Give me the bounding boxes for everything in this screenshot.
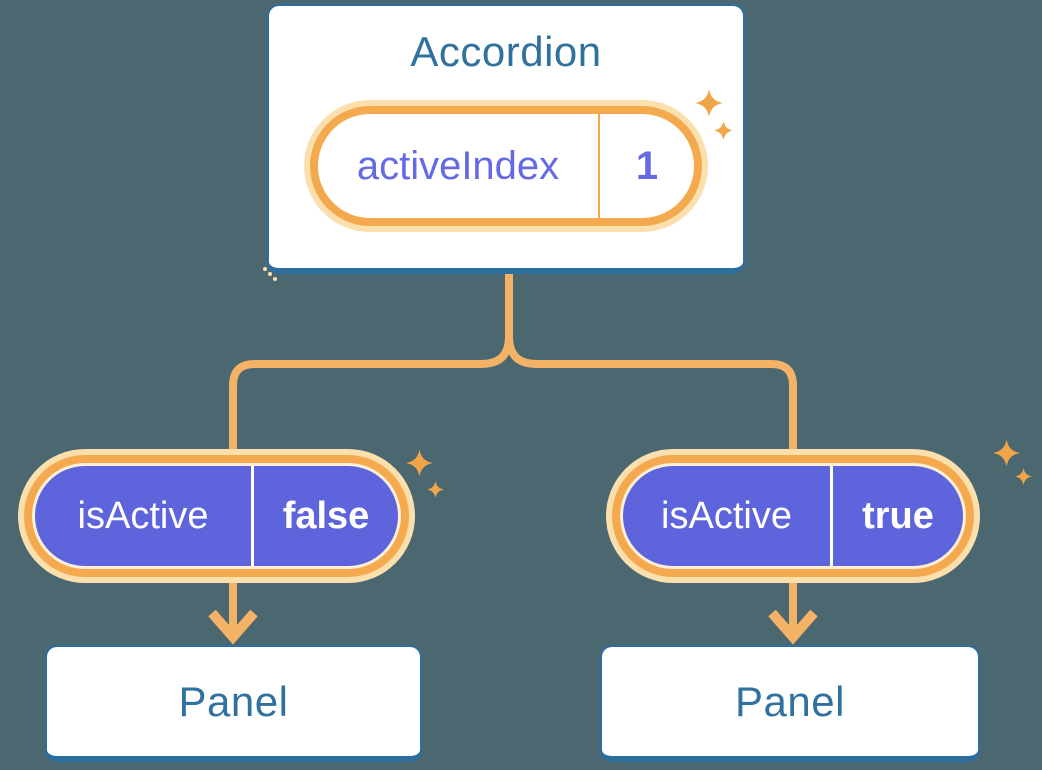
state-pill-value: 1	[598, 114, 694, 218]
sparkle-icon	[714, 121, 733, 140]
panel-component-card-left: Panel	[45, 645, 422, 762]
sparkle-dust-dot	[273, 277, 277, 281]
arrow-down-icon-left	[208, 609, 258, 645]
sparkle-icon	[695, 88, 723, 118]
sparkle-icon	[427, 481, 444, 498]
connector-left-branch	[229, 272, 513, 634]
accordion-title: Accordion	[410, 28, 602, 75]
arrow-down-icon-right	[768, 609, 818, 645]
state-pill-active-index: activeIndex 1	[310, 106, 702, 226]
prop-pill-is-active-false: isActive false	[35, 466, 398, 566]
sparkle-dust-dot	[268, 272, 272, 276]
sparkle-icon	[1015, 468, 1032, 485]
sparkle-icon	[993, 439, 1020, 467]
prop-pill-value: true	[830, 466, 963, 566]
sparkle-icon	[406, 449, 433, 477]
prop-pill-is-active-true: isActive true	[623, 466, 963, 566]
prop-pill-label: isActive	[661, 494, 792, 537]
panel-title: Panel	[178, 677, 289, 725]
panel-component-card-right: Panel	[600, 645, 980, 762]
prop-pill-label: isActive	[77, 494, 209, 537]
state-pill-label: activeIndex	[356, 143, 560, 188]
accordion-component-card: Accordion activeIndex 1	[267, 4, 745, 274]
connector-right-branch	[505, 272, 797, 634]
sparkle-dust-dot	[263, 267, 267, 271]
panel-title: Panel	[735, 677, 845, 725]
prop-pill-value: false	[251, 466, 398, 566]
